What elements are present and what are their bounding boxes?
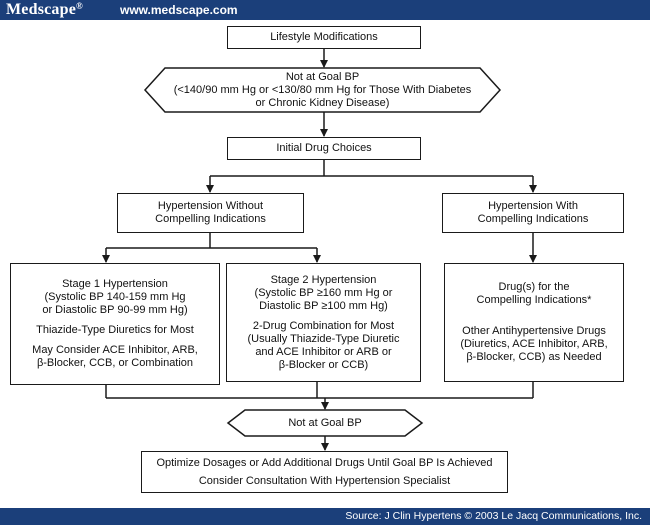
other-drugs-line3: β-Blocker, CCB) as Needed [466,351,602,363]
consultation-line: Consider Consultation With Hypertension … [198,474,451,487]
header-bar: Medscape® www.medscape.com [0,0,650,20]
not-at-goal-2-text: Not at Goal BP [230,410,420,436]
without-compelling-line2: Compelling Indications [155,213,266,225]
stage1-title: Stage 1 Hypertension [62,278,168,290]
stage1-alternative-1: May Consider ACE Inhibitor, ARB, [32,344,198,356]
other-drugs-line1: Other Antihypertensive Drugs [462,325,606,337]
site-url-link[interactable]: www.medscape.com [120,3,238,17]
optimize-dosages-line1: Optimize Dosages or Add Additional Drugs… [156,456,493,469]
stage2-recommendation-4: β-Blocker or CCB) [278,358,369,371]
not-at-goal-criteria-1: (<140/90 mm Hg or <130/80 mm Hg for Thos… [173,83,472,96]
not-at-goal-text: Not at Goal BP (<140/90 mm Hg or <130/80… [150,68,495,112]
without-compelling-line1: Hypertension Without [157,200,264,212]
medscape-logo[interactable]: Medscape® [6,1,83,19]
stage2-recommendation-3: and ACE Inhibitor or ARB or [255,345,392,358]
stage2-hypertension-box: Stage 2 Hypertension (Systolic BP ≥160 m… [226,263,421,382]
stage2-recommendation-1: 2-Drug Combination for Most [252,319,395,332]
stage2-criteria-1: (Systolic BP ≥160 mm Hg or [254,286,393,299]
stage1-alternative-2: β-Blocker, CCB, or Combination [36,357,194,369]
source-citation: Source: J Clin Hypertens © 2003 Le Jacq … [345,510,642,522]
not-at-goal-title: Not at Goal BP [285,70,360,83]
initial-drug-choices-label: Initial Drug Choices [276,142,372,154]
lifestyle-label: Lifestyle Modifications [270,31,378,43]
compelling-drugs-line1: Drug(s) for the [498,281,570,293]
lifestyle-modifications-box: Lifestyle Modifications [227,26,421,49]
stage1-criteria-2: or Diastolic BP 90-99 mm Hg) [42,304,188,316]
stage1-hypertension-box: Stage 1 Hypertension (Systolic BP 140-15… [10,263,220,385]
stage1-criteria-1: (Systolic BP 140-159 mm Hg [44,291,186,303]
not-at-goal-criteria-2: or Chronic Kidney Disease) [255,96,390,109]
decision-hexagon-not-at-goal-2 [226,409,424,437]
without-compelling-box: Hypertension Without Compelling Indicati… [117,193,304,233]
treatment-algorithm-flowchart: Lifestyle Modifications Not at Goal BP (… [0,20,650,508]
stage2-recommendation-2: (Usually Thiazide-Type Diuretic [247,332,400,345]
brand-name: Medscape [6,1,77,18]
stage1-recommendation: Thiazide-Type Diuretics for Most [36,324,194,336]
with-compelling-box: Hypertension With Compelling Indications [442,193,624,233]
stage2-title: Stage 2 Hypertension [270,273,377,286]
footer-bar: Source: J Clin Hypertens © 2003 Le Jacq … [0,508,650,525]
compelling-drugs-line2: Compelling Indications* [476,294,592,306]
with-compelling-line2: Compelling Indications [477,213,589,225]
with-compelling-line1: Hypertension With [488,200,578,212]
compelling-indications-drugs-box: Drug(s) for the Compelling Indications* … [444,263,624,382]
registered-mark: ® [76,1,83,11]
other-drugs-line2: (Diuretics, ACE Inhibitor, ARB, [460,338,608,350]
initial-drug-choices-box: Initial Drug Choices [227,137,421,160]
optimize-dosages-box: Optimize Dosages or Add Additional Drugs… [141,451,508,493]
not-at-goal-2-label: Not at Goal BP [288,416,362,429]
stage2-criteria-2: Diastolic BP ≥100 mm Hg) [259,299,388,312]
connector-lines [102,49,537,451]
decision-hexagon-not-at-goal [143,67,502,113]
